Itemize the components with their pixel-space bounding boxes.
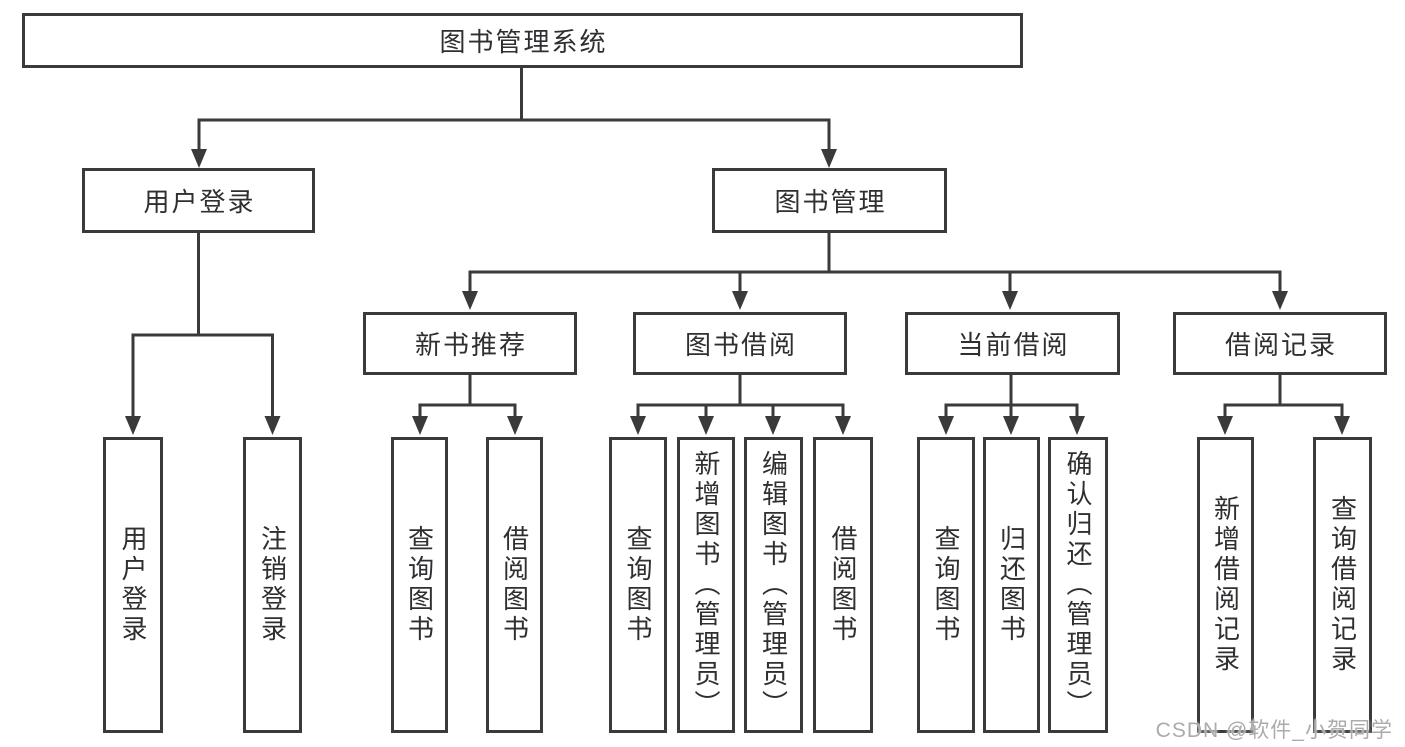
node-root-label: 图书管理系统 <box>439 27 608 57</box>
leaf-user-login: 用户登录 <box>103 437 163 733</box>
leaf-records-query-record: 查询借阅记录 <box>1313 437 1372 733</box>
node-current-borrow-label: 当前借阅 <box>957 330 1070 360</box>
leaf-logout: 注销登录 <box>243 437 302 733</box>
node-current-borrow: 当前借阅 <box>905 312 1120 375</box>
leaf-recommend-borrow-books: 借阅图书 <box>486 437 543 733</box>
node-user-login: 用户登录 <box>82 168 315 233</box>
node-new-book-recommend-label: 新书推荐 <box>414 330 527 360</box>
leaf-recommend-query-books: 查询图书 <box>391 437 448 733</box>
leaf-current-query-books: 查询图书 <box>917 437 975 733</box>
node-book-management-label: 图书管理 <box>774 187 887 217</box>
node-book-borrow: 图书借阅 <box>633 312 847 375</box>
csdn-watermark: CSDN @软件_小贺同学 <box>1155 719 1393 742</box>
leaf-borrow-add-books-admin: 新增图书（管理员） <box>677 437 735 733</box>
leaf-borrow-query-books: 查询图书 <box>609 437 667 733</box>
node-book-management: 图书管理 <box>712 168 947 233</box>
node-borrow-records-label: 借阅记录 <box>1224 330 1337 360</box>
leaf-current-confirm-return-admin: 确认归还（管理员） <box>1048 437 1108 733</box>
leaf-borrow-borrow-books: 借阅图书 <box>813 437 873 733</box>
leaf-current-return-books: 归还图书 <box>983 437 1040 733</box>
node-user-login-label: 用户登录 <box>143 187 256 217</box>
leaf-borrow-edit-books-admin: 编辑图书（管理员） <box>744 437 803 733</box>
node-root-system: 图书管理系统 <box>22 13 1023 68</box>
node-book-borrow-label: 图书借阅 <box>684 330 797 360</box>
node-new-book-recommend: 新书推荐 <box>363 312 577 375</box>
leaf-records-add-record: 新增借阅记录 <box>1197 437 1254 733</box>
node-borrow-records: 借阅记录 <box>1173 312 1387 375</box>
